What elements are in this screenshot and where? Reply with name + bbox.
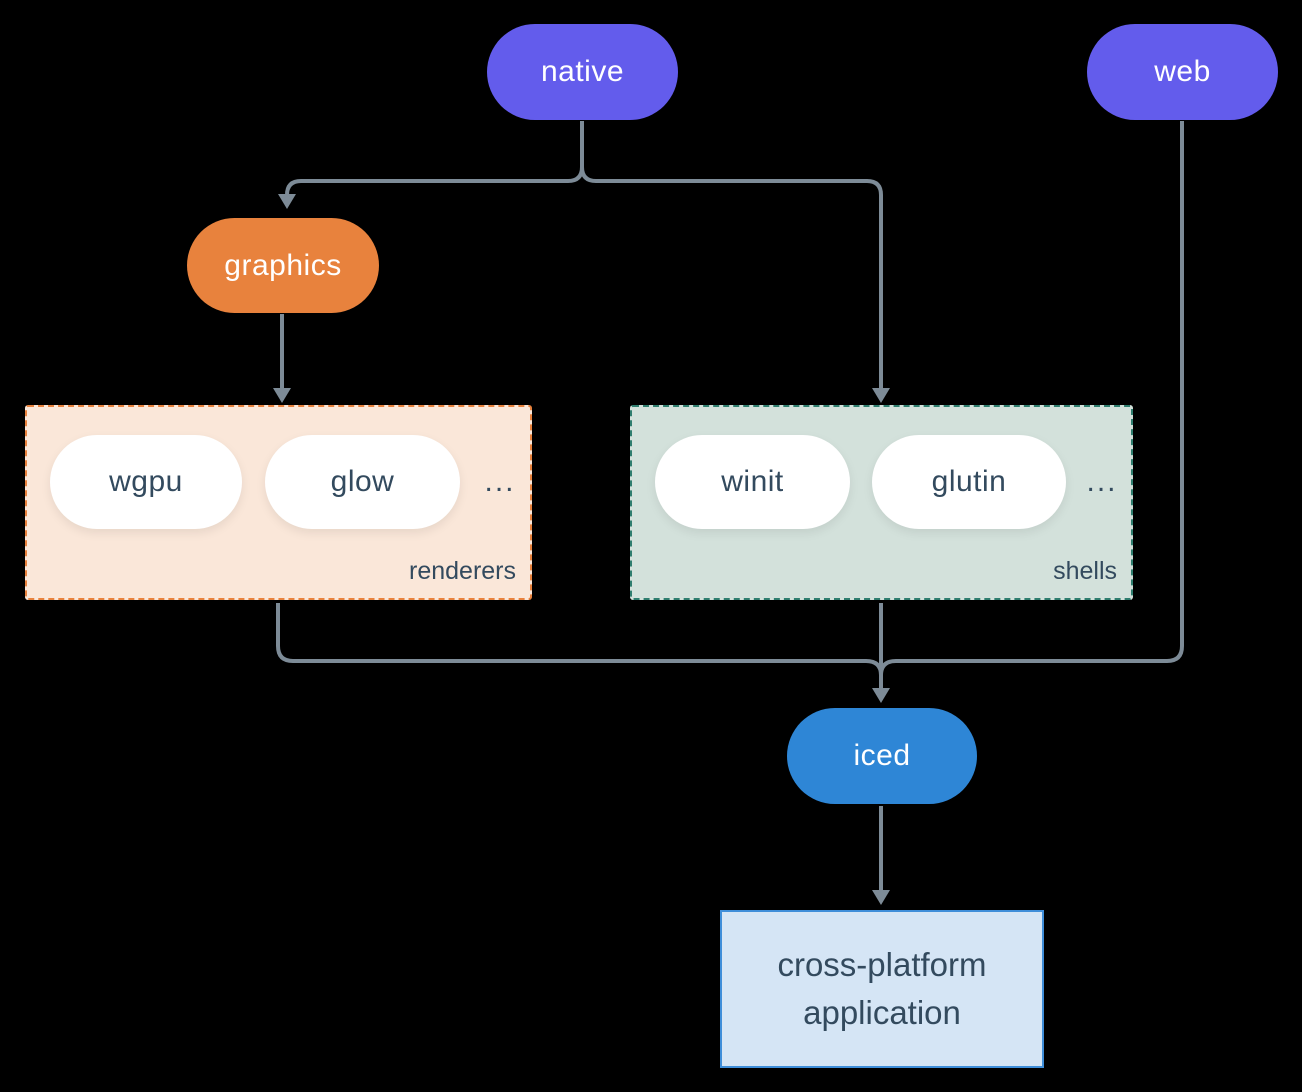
edge-native-to-graphics [285, 121, 584, 197]
node-native: native [487, 24, 678, 120]
arrowhead-graphics [278, 194, 296, 209]
arrowhead-shells [872, 388, 890, 403]
node-web-label: web [1154, 55, 1211, 88]
renderers-ellipsis: ... [484, 465, 516, 498]
node-wgpu: wgpu [50, 435, 242, 529]
app-label-line2: application [803, 994, 961, 1031]
edge-native-to-shells [580, 121, 883, 389]
edge-renderers-to-iced [276, 603, 883, 676]
node-wgpu-label: wgpu [109, 465, 183, 498]
node-winit: winit [655, 435, 850, 529]
node-winit-label: winit [721, 465, 784, 498]
arrowhead-app [872, 890, 890, 905]
arrowhead-iced [872, 688, 890, 703]
shells-group-label: shells [1053, 557, 1117, 585]
renderers-group-label: renderers [409, 557, 516, 585]
node-graphics: graphics [187, 218, 379, 313]
shells-ellipsis: ... [1086, 465, 1118, 498]
node-iced: iced [787, 708, 977, 804]
node-glutin-label: glutin [931, 465, 1007, 498]
node-glutin: glutin [872, 435, 1066, 529]
node-graphics-label: graphics [224, 248, 342, 282]
group-renderers: wgpu glow ... renderers [25, 405, 532, 600]
node-web: web [1087, 24, 1278, 120]
app-label-line1: cross-platform [777, 946, 987, 984]
group-shells: winit glutin ... shells [630, 405, 1133, 600]
node-glow-label: glow [330, 465, 395, 498]
arrowhead-renderers [273, 388, 291, 403]
node-native-label: native [540, 55, 625, 88]
node-cross-platform-application: cross-platform application [720, 910, 1044, 1068]
node-iced-label: iced [853, 739, 911, 772]
node-glow: glow [265, 435, 460, 529]
